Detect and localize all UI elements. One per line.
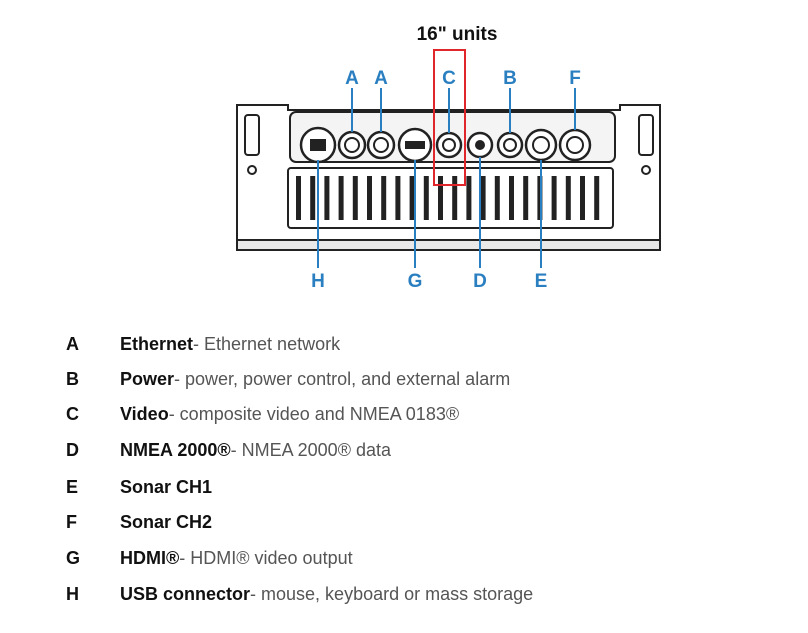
- legend-name: Power: [120, 369, 175, 389]
- legend-name: Sonar CH1: [120, 477, 213, 497]
- callout-top-a1: A: [345, 68, 359, 89]
- leader-lines: [317, 88, 576, 268]
- vent-slot: [381, 176, 387, 220]
- legend-row-h: H USB connector - mouse, keyboard or mas…: [66, 584, 533, 608]
- vent-slot: [395, 176, 401, 220]
- connector-sonar-ch2-icon: [558, 128, 592, 162]
- vent-slot: [296, 176, 301, 220]
- legend-name: NMEA 2000®: [120, 440, 231, 460]
- legend-row-g: G HDMI® - HDMI® video output: [66, 548, 353, 572]
- vent-slot: [494, 176, 500, 220]
- legend-key: A: [66, 334, 79, 354]
- legend-desc: - mouse, keyboard or mass storage: [250, 584, 534, 604]
- vent-slot: [509, 176, 514, 220]
- vent-slot: [594, 176, 600, 220]
- vent-slot: [580, 176, 585, 220]
- connector-power-icon: [496, 131, 524, 159]
- legend-desc: - Ethernet network: [193, 334, 341, 354]
- vent-slot: [452, 176, 458, 220]
- legend-key: C: [66, 404, 79, 424]
- legend-row-f: F Sonar CH2: [66, 512, 212, 536]
- callout-top-b: B: [503, 68, 517, 89]
- legend-name: Video: [120, 404, 169, 424]
- legend-key: E: [66, 477, 79, 497]
- legend-key: B: [66, 369, 79, 389]
- legend-name: HDMI®: [120, 548, 180, 568]
- vent-slot: [551, 176, 557, 220]
- connector-ethernet-a2-icon: [366, 130, 396, 160]
- legend-key: H: [66, 584, 79, 604]
- diagram-title: 16" units: [416, 24, 498, 45]
- callout-top-f: F: [569, 68, 581, 89]
- video-connector-highlight: [433, 49, 466, 186]
- vent-slot: [523, 176, 529, 220]
- legend-name: Sonar CH2: [120, 512, 213, 532]
- legend-row-b: B Power - power, power control, and exte…: [66, 369, 510, 393]
- vent-slot: [409, 176, 415, 220]
- callout-bottom-g: G: [408, 271, 423, 292]
- legend-name: USB connector: [120, 584, 251, 604]
- ventilation-slots: [296, 176, 600, 220]
- legend-key: D: [66, 440, 79, 460]
- vent-slot: [438, 176, 443, 220]
- callout-top-c: C: [442, 68, 456, 89]
- vent-slot: [423, 176, 429, 220]
- legend-desc: - composite video and NMEA 0183®: [168, 404, 460, 424]
- vent-slot: [352, 176, 358, 220]
- legend-key: G: [66, 548, 81, 568]
- legend-row-e: E Sonar CH1: [66, 477, 212, 501]
- vent-slot: [310, 176, 316, 220]
- callout-bottom-d: D: [473, 271, 487, 292]
- connector-ethernet-a1-icon: [337, 130, 367, 160]
- vent-slot: [537, 176, 543, 220]
- legend-row-a: A Ethernet - Ethernet network: [66, 334, 340, 358]
- legend-row-c: C Video - composite video and NMEA 0183®: [66, 404, 459, 428]
- legend-desc: - NMEA 2000® data: [230, 440, 391, 460]
- callout-bottom-e: E: [535, 271, 548, 292]
- vent-slot: [480, 176, 486, 220]
- vent-slot: [466, 176, 472, 220]
- connector-usb-icon: [299, 126, 337, 164]
- callout-top-a2: A: [374, 68, 388, 89]
- legend-key: F: [66, 512, 77, 532]
- legend-desc: - HDMI® video output: [179, 548, 353, 568]
- connector-nmea2000-icon: [466, 131, 494, 159]
- legend-desc: - power, power control, and external ala…: [174, 369, 511, 389]
- vent-slot: [367, 176, 372, 220]
- vent-slot: [338, 176, 344, 220]
- callout-bottom-h: H: [311, 271, 325, 292]
- vent-slot: [324, 176, 330, 220]
- legend-name: Ethernet: [120, 334, 194, 354]
- vent-slot: [565, 176, 571, 220]
- legend-row-d: D NMEA 2000® - NMEA 2000® data: [66, 440, 391, 464]
